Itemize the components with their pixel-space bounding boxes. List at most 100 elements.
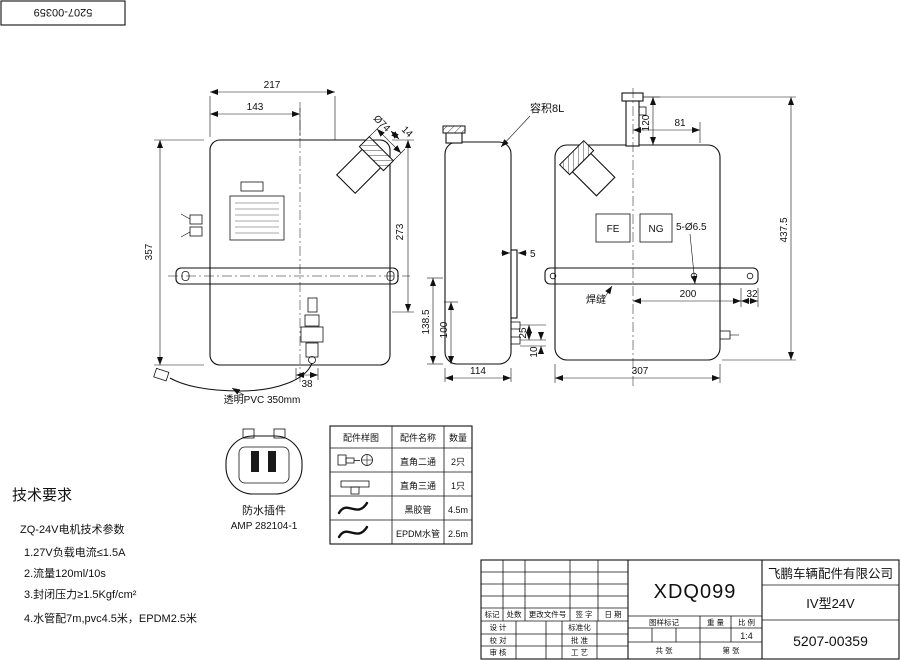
connector-part-no: AMP 282104-1 xyxy=(231,521,298,532)
filler-neck-side xyxy=(445,131,463,144)
weld-label: 焊缝 xyxy=(586,293,606,306)
pvc-tube-label: 透明PVC 350mm xyxy=(224,394,301,406)
dim-273: 273 xyxy=(395,223,406,240)
doc-number-box: 5207-00359 xyxy=(0,0,126,26)
tee-fitting-icon xyxy=(340,480,370,495)
label-count: 处数 xyxy=(507,609,522,619)
logo-box-left xyxy=(595,213,631,243)
part-name: 直角二通 xyxy=(400,456,436,467)
dim-307: 307 xyxy=(632,366,649,377)
nameplate xyxy=(229,181,285,241)
connector-terminal-right xyxy=(268,451,276,472)
pump-wire xyxy=(169,362,313,392)
label-scale: 比 例 xyxy=(738,617,755,627)
label-sheets-total: 共 张 xyxy=(655,646,673,655)
front-view: Ø74 14 xyxy=(144,80,415,406)
tech-req-item: 1.27V负载电流≤1.5A xyxy=(24,545,126,559)
wire-connector xyxy=(153,367,170,382)
logo-ng: NG xyxy=(649,224,664,235)
rear-view: FE NG 120 81 437.5 5-Ø6.5 焊缝 xyxy=(544,88,796,388)
tech-requirements: 技术要求 ZQ-24V电机技术参数 1.27V负载电流≤1.5A 2.流量120… xyxy=(12,487,197,625)
part-name: 黑胶管 xyxy=(404,504,431,515)
dim-217: 217 xyxy=(264,80,281,91)
dim-14: 14 xyxy=(399,124,415,140)
connector-name: 防水插件 xyxy=(242,503,286,517)
label-weight: 重 量 xyxy=(707,618,725,627)
connector-diagram: 防水插件 AMP 282104-1 xyxy=(225,428,303,532)
filler-cap-side xyxy=(442,125,466,134)
tech-req-title: 技术要求 xyxy=(12,487,72,504)
col-header-name: 配件名称 xyxy=(400,432,436,443)
dim-357: 357 xyxy=(144,243,155,260)
label-approve: 批 准 xyxy=(571,635,589,645)
col-header-qty: 数量 xyxy=(449,432,467,443)
part-qty: 1只 xyxy=(451,481,465,491)
side-view: 容积8L 5 138.5 100 25 10 114 xyxy=(421,101,564,382)
hose-icon xyxy=(337,501,369,515)
doc-number-rotated: 5207-00359 xyxy=(34,6,93,18)
drawing-number: 5207-00359 xyxy=(793,633,868,649)
part-name: EPDM水管 xyxy=(396,528,440,539)
label-process: 工 艺 xyxy=(571,648,588,657)
bracket-hole xyxy=(549,272,557,280)
part-qty: 2只 xyxy=(451,457,465,467)
dim-200: 200 xyxy=(680,289,697,300)
outlet-stub-2 xyxy=(510,336,521,345)
rear-outlet-stub xyxy=(719,330,731,340)
vent-nub xyxy=(638,106,647,116)
vent-tube xyxy=(625,99,640,147)
dim-114: 114 xyxy=(470,366,486,377)
connector-inner xyxy=(238,446,290,484)
label-change-doc: 更改文件号 xyxy=(529,609,567,619)
logo-fe: FE xyxy=(607,224,620,235)
connector-body xyxy=(225,435,303,495)
company-name: 飞鹏车辆配件有限公司 xyxy=(768,566,893,581)
holes-callout: 5-Ø6.5 xyxy=(676,222,707,233)
part-name: 直角三通 xyxy=(400,480,436,491)
dim-120: 120 xyxy=(641,114,652,131)
label-date: 日 期 xyxy=(604,610,621,619)
part-qty: 2.5m xyxy=(448,529,468,539)
label-sheet-no: 第 张 xyxy=(722,645,740,655)
scale-value: 1:4 xyxy=(740,631,753,641)
dim-25: 25 xyxy=(518,327,529,339)
vent-cap xyxy=(621,92,644,102)
mounting-bracket-rear xyxy=(544,267,759,285)
dim-10: 10 xyxy=(529,346,540,358)
capacity-label: 容积8L xyxy=(530,101,564,115)
outlet-stub-1 xyxy=(510,321,521,330)
hose-icon xyxy=(337,525,369,539)
bracket-plate-side xyxy=(510,249,518,319)
tech-req-item: 2.流量120ml/10s xyxy=(24,566,106,580)
model-number: XDQ099 xyxy=(654,581,737,603)
dim-32: 32 xyxy=(746,289,758,300)
part-qty: 4.5m xyxy=(448,505,468,515)
dim-100: 100 xyxy=(439,321,450,338)
label-standardize: 标准化 xyxy=(568,622,591,632)
label-review: 审 核 xyxy=(489,647,507,657)
dim-81: 81 xyxy=(674,118,686,129)
logo-box-right xyxy=(639,213,673,243)
elbow-fitting-icon xyxy=(337,454,373,466)
label-design: 设 计 xyxy=(489,622,507,632)
filler-neck-rear xyxy=(558,139,616,197)
product-type: IV型24V xyxy=(806,596,855,611)
dim-138-5: 138.5 xyxy=(421,309,432,334)
label-mark: 标记 xyxy=(485,609,500,619)
connector-terminal-left xyxy=(251,451,259,472)
pump-assembly xyxy=(300,297,324,364)
parts-table: 配件样图 配件名称 数量 直角二通 2只 直角三通 1只 黑胶管 4.5m EP… xyxy=(329,425,473,545)
connector-tab-left xyxy=(242,428,255,439)
label-check: 校 对 xyxy=(489,635,507,645)
dim-437-5: 437.5 xyxy=(779,217,790,242)
tech-req-subtitle: ZQ-24V电机技术参数 xyxy=(20,522,125,536)
tech-req-item: 4.水管配7m,pvc4.5米，EPDM2.5米 xyxy=(24,611,197,625)
dim-5: 5 xyxy=(530,249,536,260)
bracket-hole xyxy=(746,272,754,280)
label-stage-mark: 图样标记 xyxy=(649,617,679,627)
dim-38: 38 xyxy=(301,379,313,390)
dim-143: 143 xyxy=(247,102,264,113)
level-sensor-plug xyxy=(180,213,203,238)
